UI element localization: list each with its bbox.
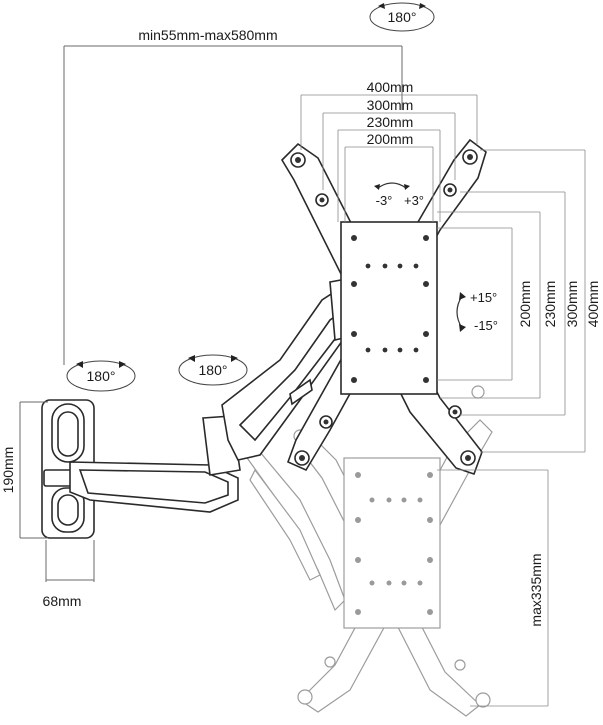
height-300-label: 300mm [564,281,580,328]
rotate-neg-label: -3° [376,193,393,208]
rotation-badge-top [369,2,435,32]
vesa-height-dimensions [437,149,586,453]
center-plate [340,221,438,395]
extension-dimension [63,45,403,365]
width-200-label: 200mm [367,131,414,147]
articulating-arm [69,277,357,513]
tilt-indicator [456,292,466,332]
height-200-label: 200mm [517,281,533,328]
rotation-badge-mid [178,354,248,386]
extension-label: min55mm-max580mm [138,27,277,43]
swivel-indicator [374,182,410,190]
rotation-badge-left [66,360,136,392]
width-400-label: 400mm [367,79,414,95]
width-230-label: 230mm [367,114,414,130]
tilt-neg-label: -15° [474,318,498,333]
drop-max-label: max335mm [528,553,544,626]
wallplate-depth-label: 68mm [43,593,82,609]
tilt-pos-label: +15° [470,290,497,305]
height-400-label: 400mm [585,281,601,328]
rotation-left-label: 180° [87,368,116,384]
ghost-lowered-mount [244,385,493,717]
rotation-top-label: 180° [388,9,417,25]
vesa-width-dimensions [300,94,478,222]
width-300-label: 300mm [367,97,414,113]
wall-plate [41,399,95,539]
height-230-label: 230mm [542,281,558,328]
wallplate-dimensions [19,401,95,582]
rotation-mid-label: 180° [199,362,228,378]
drop-dimension [437,469,549,707]
wallplate-height-label: 190mm [0,447,16,494]
rotate-pos-label: +3° [404,193,424,208]
